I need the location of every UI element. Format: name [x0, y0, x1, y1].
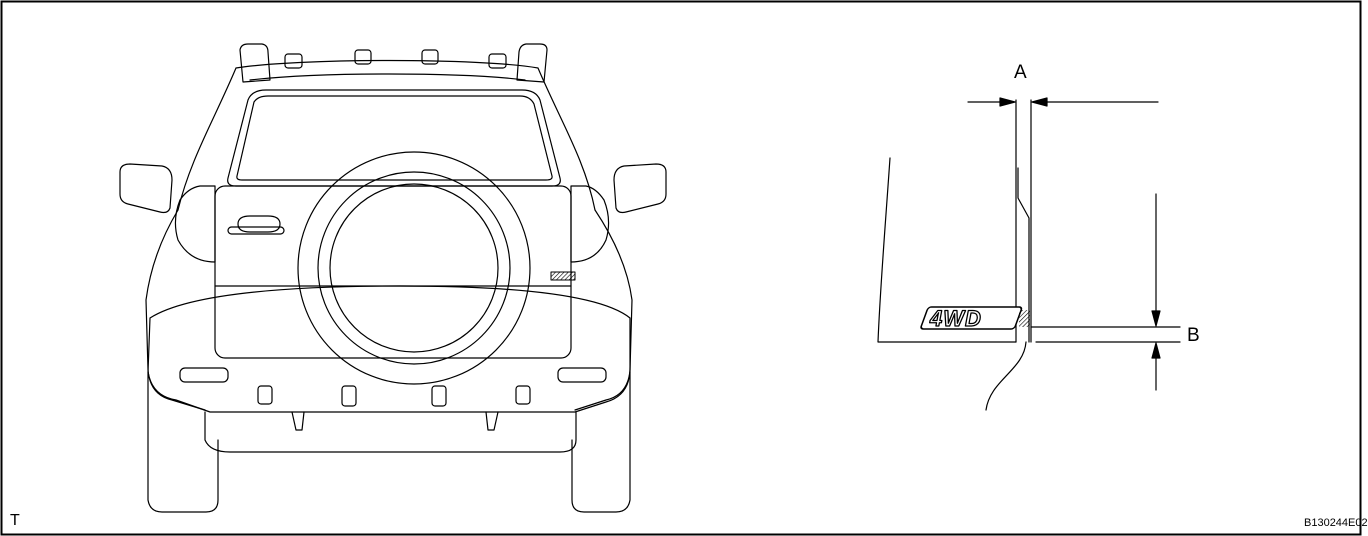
reflector-right	[557, 367, 607, 383]
spare-tire-outer	[297, 151, 531, 385]
corner-mark: T	[10, 512, 20, 529]
roof-clip-2	[354, 49, 372, 65]
under-tray	[204, 411, 577, 453]
rear-bumper	[147, 285, 631, 413]
bumper-hook-4	[515, 385, 531, 405]
rear-tire-left	[147, 371, 219, 513]
figure-id: B130244E02	[1304, 517, 1368, 529]
rear-window	[227, 89, 561, 187]
roof-outline	[177, 59, 596, 211]
vehicle-rear-view	[119, 43, 667, 513]
tailgate-edge-curve	[877, 157, 1017, 343]
bumper-hook-2	[341, 385, 357, 407]
exhaust-tab-left	[291, 411, 305, 431]
emblem-4wd-text: 4WD	[929, 306, 982, 331]
spare-tire-rim	[329, 183, 499, 353]
dimension-b-label: B	[1187, 325, 1200, 346]
emblem-hatch-area	[1019, 310, 1030, 327]
rear-tire-right	[571, 371, 631, 513]
panel-bend	[1017, 167, 1030, 343]
mirror-right	[613, 163, 667, 214]
roof-rail-right	[516, 43, 548, 83]
body-left-side	[145, 209, 206, 411]
door-handle	[237, 215, 281, 233]
dimension-a-arrow-left	[999, 97, 1016, 107]
roof-rail-left	[239, 43, 271, 83]
tail-light-left	[174, 185, 216, 263]
reflector-left	[179, 367, 229, 383]
spare-tire-mid	[317, 171, 511, 365]
mirror-left	[119, 163, 173, 214]
emblem-4wd-backing	[920, 306, 1023, 330]
dimension-a-label: A	[1014, 62, 1027, 83]
bumper-hook-1	[257, 385, 273, 405]
tail-light-right	[570, 185, 610, 263]
emblem-detail-view: 4WD	[877, 97, 1181, 411]
exhaust-tab-right	[485, 411, 499, 431]
lower-body-curve	[985, 341, 1027, 411]
dimension-b-arrow-top	[1151, 310, 1161, 327]
roof-clip-3	[421, 49, 439, 65]
dimension-a-arrow-right	[1031, 97, 1048, 107]
body-right-side	[574, 209, 633, 411]
roof-clip-1	[284, 53, 303, 69]
dimension-b-arrow-bottom	[1151, 342, 1161, 359]
door-handle-bar	[227, 226, 285, 235]
emblem-position-marker	[550, 271, 576, 281]
roof-clip-4	[488, 53, 507, 69]
emblem-4wd: 4WD	[920, 305, 1023, 332]
bumper-hook-3	[431, 385, 447, 407]
tailgate	[214, 185, 572, 359]
roof-inner-line	[249, 73, 526, 81]
rear-window-inner	[236, 95, 553, 181]
